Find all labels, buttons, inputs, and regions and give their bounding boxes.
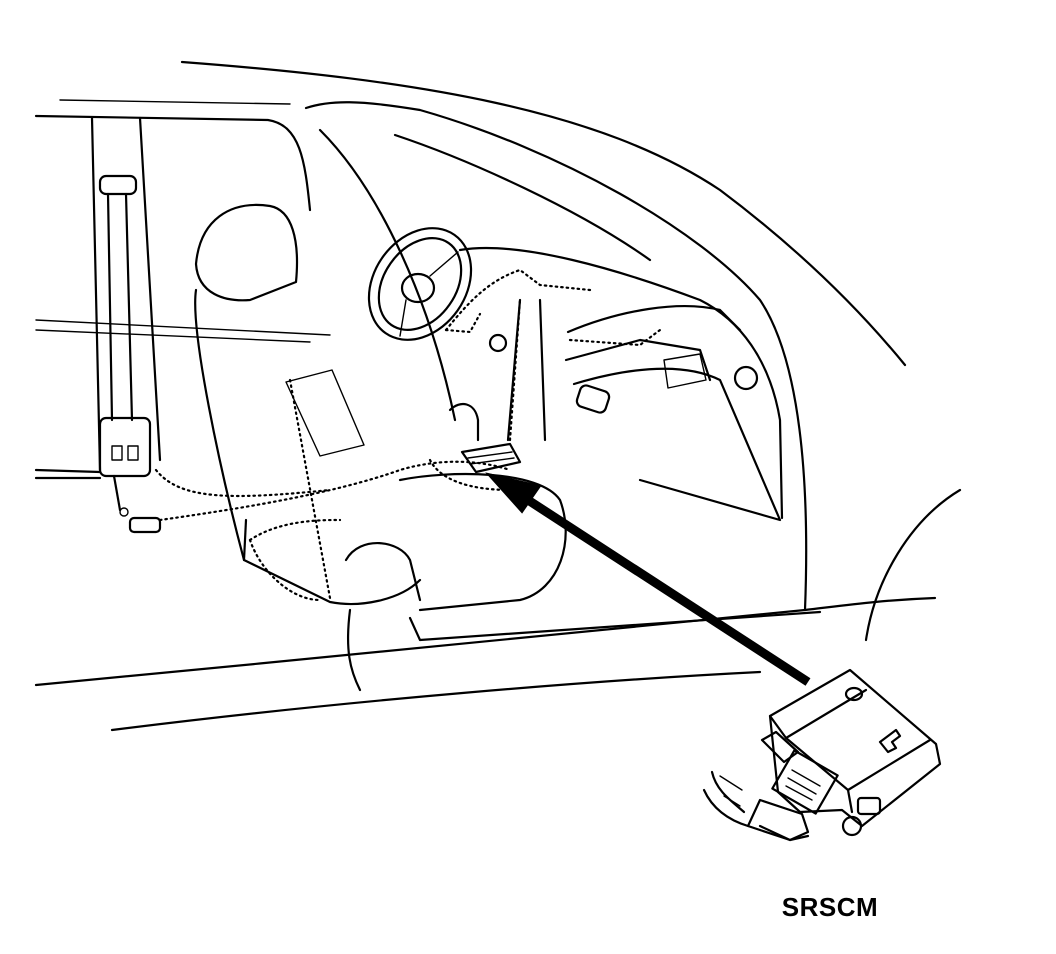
b-pillar [90,116,162,472]
steering-wheel [367,227,473,341]
roof-line [180,60,907,367]
srscm-module [760,668,942,837]
srscm-connector [702,770,810,842]
dashboard [448,246,784,522]
srscm-mounting-location [460,442,522,474]
seat-belt [98,174,162,534]
srscm-label: SRSCM [781,892,879,922]
front-fender [864,488,962,642]
driver-seat [194,203,567,612]
door-sill [34,468,102,480]
front-door-opening [304,101,808,612]
wiring-harness [154,268,662,602]
rear-door-frame [34,114,312,212]
location-arrow [485,472,811,686]
